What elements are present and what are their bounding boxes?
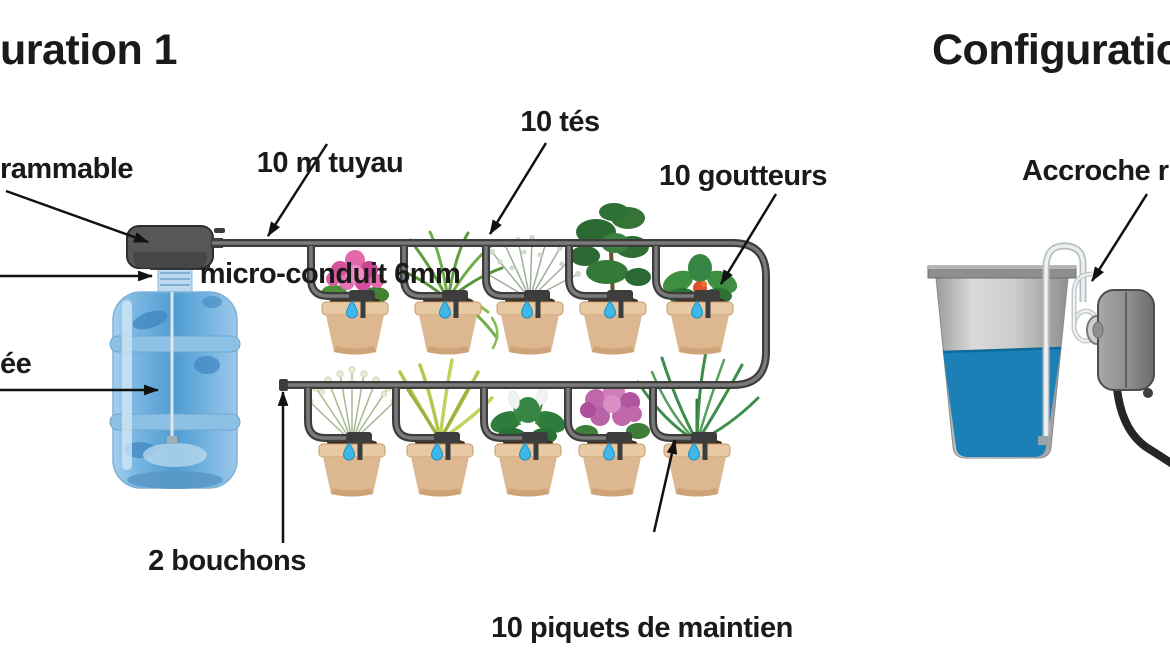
label-plugs: 2 bouchons: [148, 545, 306, 577]
label-tube: 10 m tuyau micro-conduit 6mm: [170, 71, 490, 330]
right-config-title: Configuratio: [932, 26, 1170, 74]
plant-fern: [398, 358, 494, 442]
arrow-to-tee: [488, 142, 548, 235]
label-hook-fragment: Accroche r: [1022, 155, 1169, 187]
label-tees: 10 tés: [520, 106, 600, 138]
label-programmable-fragment: rammable: [0, 153, 134, 185]
bucket-water: [943, 348, 1061, 457]
arrow-to-hook: [1090, 193, 1149, 282]
left-config-title: uration 1: [0, 26, 178, 74]
pump-unit: [1086, 289, 1170, 468]
arrow-to-stake: [652, 438, 678, 533]
plant-ficus: [570, 203, 651, 301]
label-drippers: 10 goutteurs: [658, 160, 828, 192]
arrow-to-timer: [5, 189, 150, 244]
label-stakes-line1: 10 piquets de maintien: [491, 612, 793, 644]
bucket-suction-tube: [1038, 242, 1101, 445]
water-bottle: [109, 265, 241, 489]
arrow-to-dripper: [719, 193, 778, 285]
plant-allium: [306, 366, 398, 443]
label-suction-fragment: ée: [0, 348, 32, 380]
bucket: [927, 265, 1077, 459]
end-plug: [279, 379, 288, 391]
label-tube-line2: micro-conduit 6mm: [199, 258, 461, 290]
label-stakes: 10 piquets de maintien pour tube: [477, 536, 807, 650]
label-tube-line1: 10 m tuyau: [256, 147, 404, 179]
suction-tube: [167, 292, 177, 444]
arrow-to-tube: [266, 143, 329, 237]
pump-cable: [1113, 385, 1170, 468]
